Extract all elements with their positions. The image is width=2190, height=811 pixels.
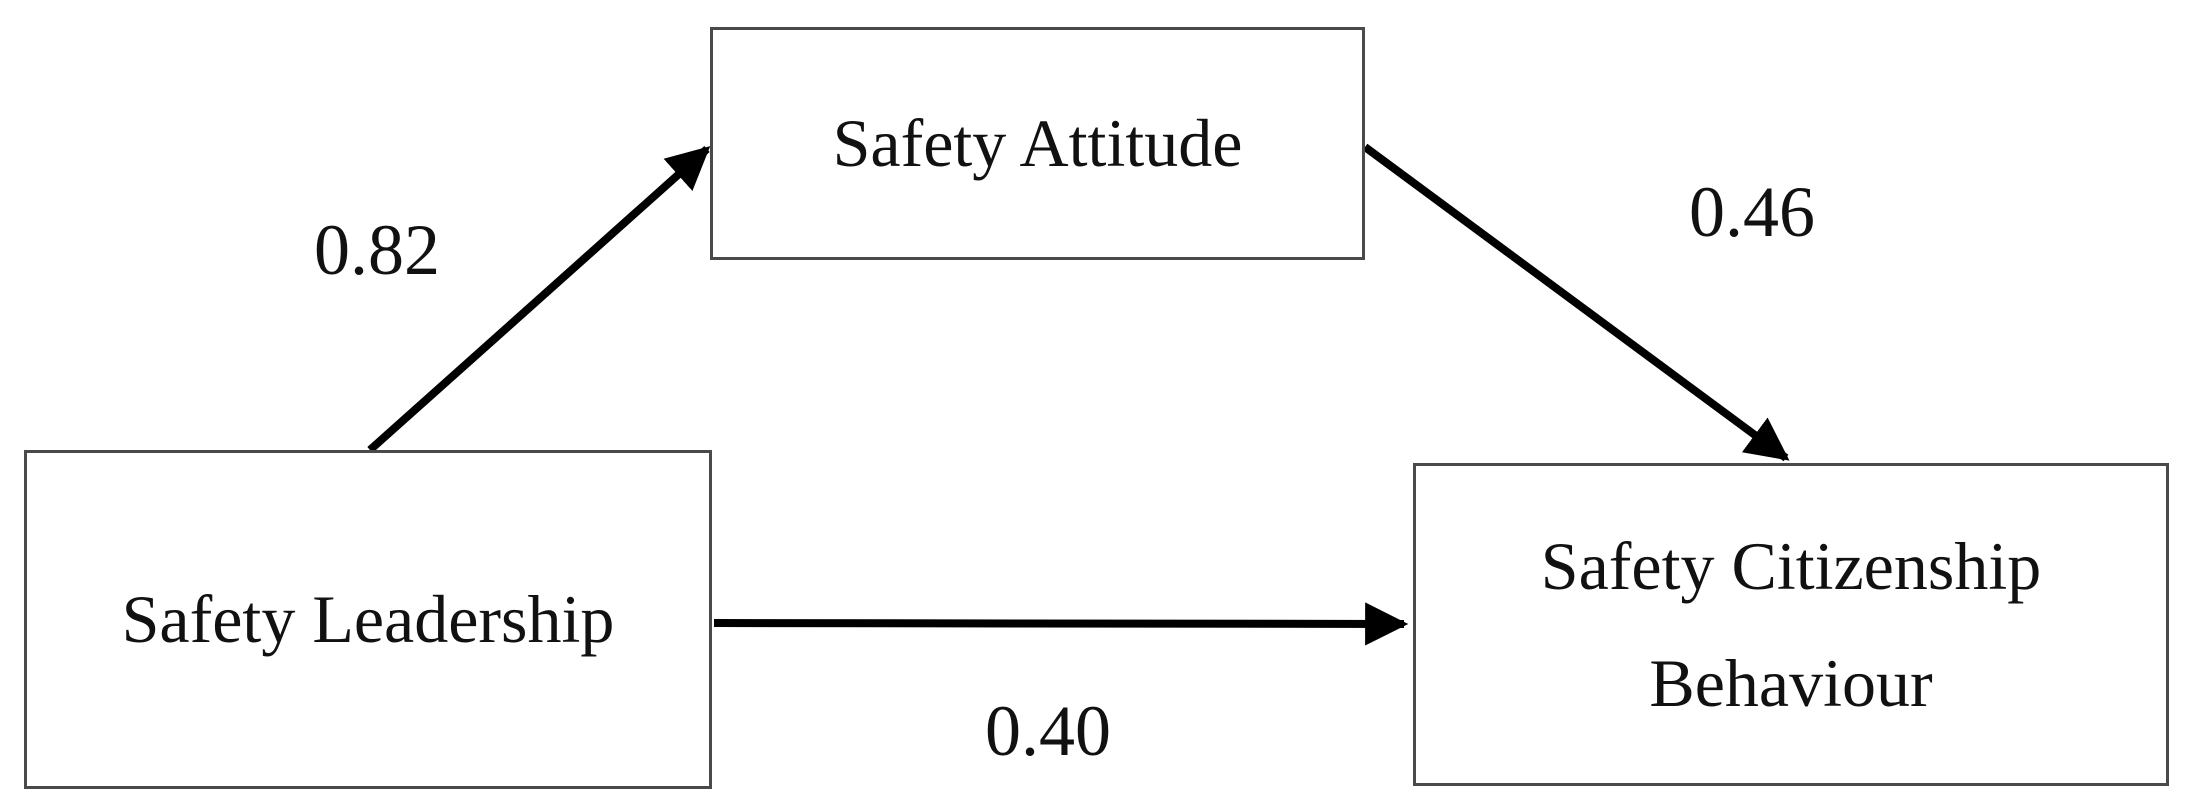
node-safety-attitude-label: Safety Attitude xyxy=(832,104,1243,181)
node-safety-citizenship-behaviour: Safety Citizenship Behaviour xyxy=(1413,463,2169,786)
node-safety-leadership: Safety Leadership xyxy=(24,450,712,789)
arrow-leadership-to-citizenship xyxy=(713,602,1409,646)
node-safety-citizenship-label-line1: Safety Citizenship xyxy=(1540,527,2042,604)
node-safety-leadership-label: Safety Leadership xyxy=(121,580,615,657)
coefficient-leadership-citizenship: 0.40 xyxy=(985,691,1111,771)
arrow-attitude-to-citizenship xyxy=(1362,143,1790,462)
arrow-leadership-to-attitude xyxy=(367,146,711,453)
coefficient-attitude-citizenship: 0.46 xyxy=(1689,172,1815,252)
node-safety-attitude: Safety Attitude xyxy=(710,27,1365,260)
coefficient-leadership-attitude: 0.82 xyxy=(314,210,440,290)
node-safety-citizenship-label-line2: Behaviour xyxy=(1649,644,1933,721)
